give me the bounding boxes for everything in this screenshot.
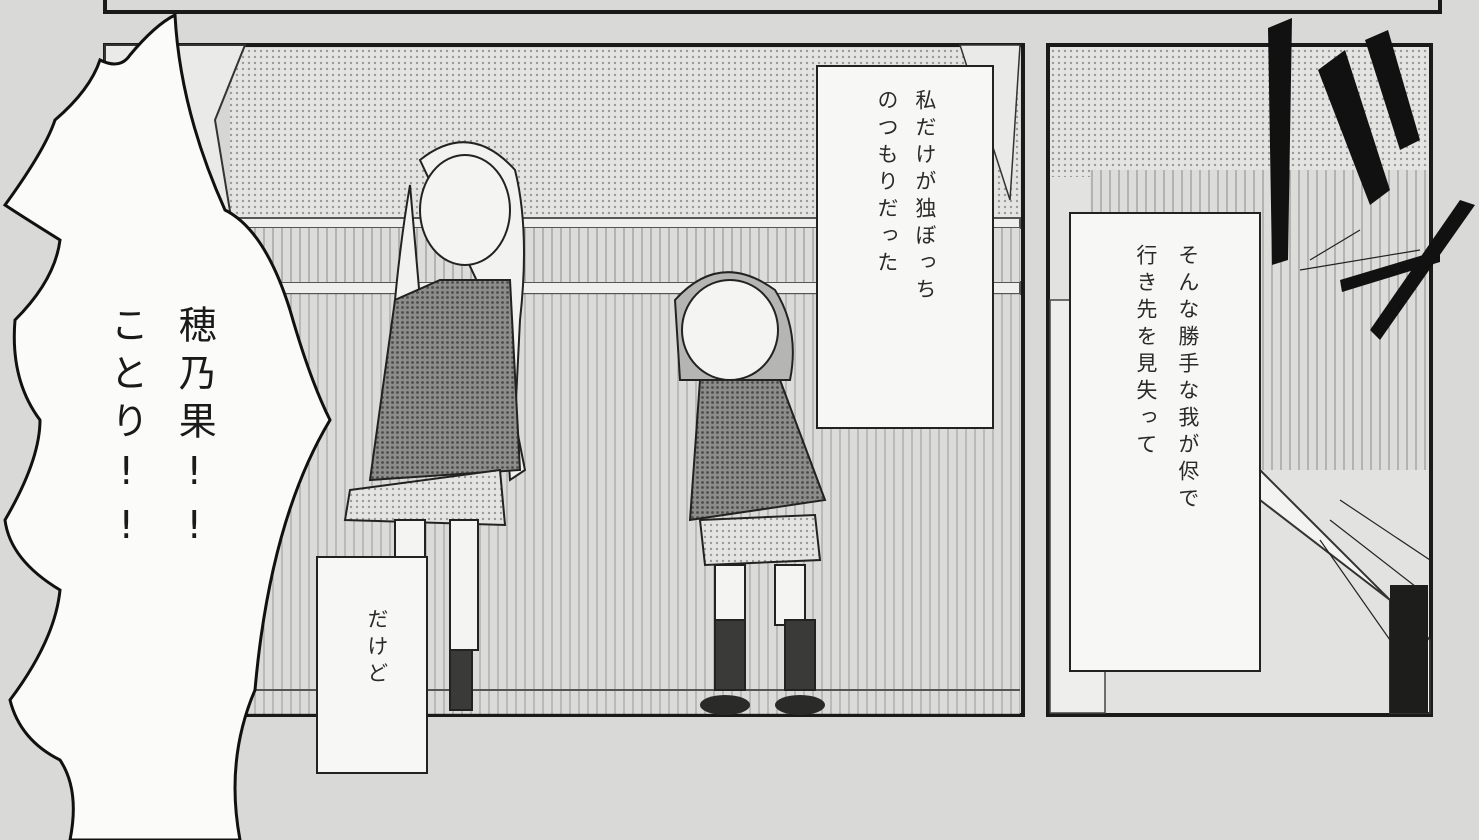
- caption-box-right: そんな勝手な我が侭で 行き先を見失って: [1069, 212, 1261, 672]
- caption-top-line1: 私だけが独ぼっち: [912, 89, 937, 305]
- shout-balloon: [2, 12, 332, 840]
- caption-box-bottom: だけど: [316, 556, 428, 774]
- sfx-text: ダッ: [1290, 20, 1292, 21]
- girl-short-figure: [673, 271, 827, 715]
- sfx-strokes: [1268, 18, 1475, 340]
- girl-tall-figure: [343, 141, 527, 711]
- caption-right-line1: そんな勝手な我が侭で: [1175, 244, 1200, 514]
- caption-box-top: 私だけが独ぼっち のつもりだった: [816, 65, 994, 429]
- top-panel-border: [103, 0, 1442, 14]
- shout-text-line1: 穂乃果!!: [172, 305, 217, 557]
- shout-text-line2: ことり!!: [104, 305, 149, 557]
- caption-top-line2: のつもりだった: [874, 89, 899, 278]
- caption-bottom-text: だけど: [364, 608, 389, 689]
- caption-right-line2: 行き先を見失って: [1133, 244, 1158, 460]
